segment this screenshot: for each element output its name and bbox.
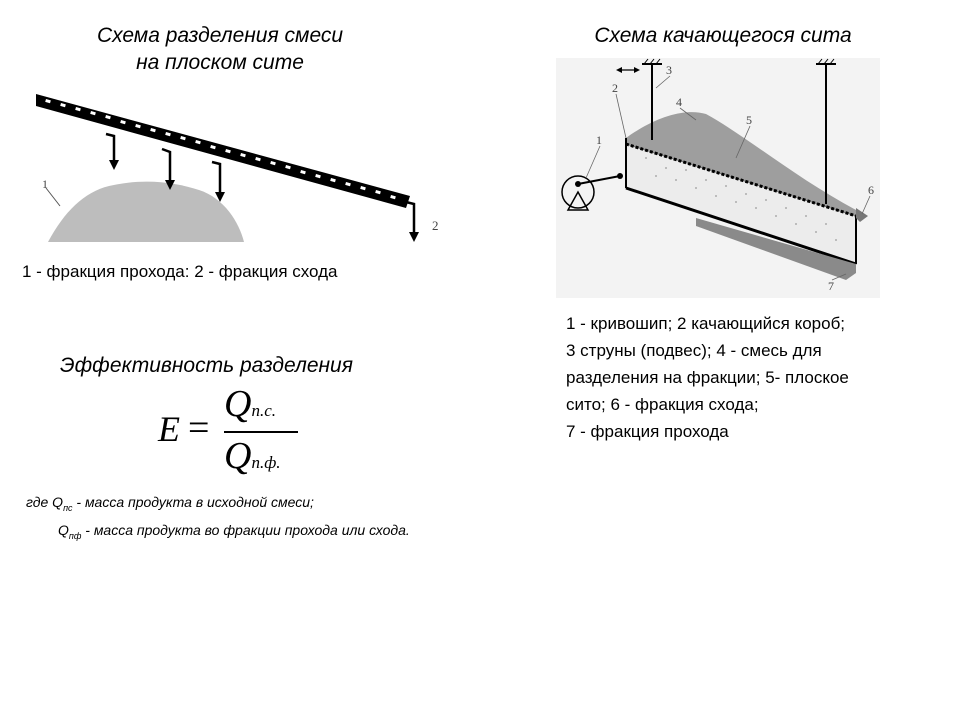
numerator-subscript: п.с.: [251, 401, 276, 420]
pass-fraction-chute: [696, 218, 856, 280]
right-caption-line: 1 - кривошип; 2 качающийся короб;: [566, 314, 846, 333]
denominator-symbol: Q: [224, 435, 252, 477]
left-title: Схема разделения смеси на плоском сите: [40, 22, 400, 76]
left-caption: 1 - фракция прохода: 2 - фракция схода: [22, 262, 338, 281]
note-line-2: Qпф - масса продукта во фракции прохода …: [58, 518, 658, 548]
right-caption: 1 - кривошип; 2 качающийся короб; 3 стру…: [566, 310, 946, 445]
sieve-holes: [45, 99, 396, 200]
label-1-leader: [45, 187, 61, 207]
note-1-sub: пс: [63, 502, 73, 513]
right-label-5: 5: [746, 113, 752, 127]
right-caption-line: 3 струны (подвес); 4 - смесь для: [566, 341, 822, 360]
left-title-line2: на плоском сите: [136, 51, 304, 74]
formula-equals: =: [188, 407, 210, 449]
fraction-bar: [224, 431, 298, 433]
right-title: Схема качающегося сита: [594, 24, 852, 47]
right-caption-line: сито; 6 - фракция схода;: [566, 395, 759, 414]
flat-sieve-diagram: 1 2: [36, 94, 439, 242]
note-2-sub: пф: [68, 530, 82, 541]
connecting-rod: [577, 175, 621, 185]
hatch-marks: [643, 58, 835, 65]
box-bottom: [625, 186, 857, 266]
formula-denominator: Qп.ф.: [224, 434, 281, 478]
efficiency-title: Эффективность разделения: [60, 354, 353, 377]
right-label-2: 2: [612, 81, 618, 95]
sieve-band: [36, 94, 410, 208]
crank-support: [566, 190, 590, 211]
right-caption-line: 7 - фракция прохода: [566, 422, 729, 441]
left-title-line1: Схема разделения смеси: [96, 24, 344, 47]
label-leaders: [585, 75, 871, 281]
note-2-text: - масса продукта во фракции прохода или …: [81, 522, 410, 538]
arrow-heads: [109, 160, 419, 242]
falling-arrows: [105, 132, 416, 234]
numerator-symbol: Q: [224, 383, 252, 425]
right-label-1: 1: [596, 133, 602, 147]
mixture-layer: [626, 112, 856, 216]
right-label-4: 4: [676, 95, 682, 109]
note-1-text: - масса продукта в исходной смеси;: [72, 494, 314, 510]
right-label-7: 7: [828, 279, 834, 293]
right-label-6: 6: [868, 183, 874, 197]
denominator-subscript: п.ф.: [251, 453, 281, 472]
left-label-1: 1: [42, 177, 48, 191]
suspension-strings: [642, 63, 836, 204]
left-label-2: 2: [432, 218, 439, 233]
efficiency-formula: E = Qп.с. Qп.ф.: [158, 383, 358, 486]
dots-pattern: [645, 157, 837, 241]
formula-lhs: E: [158, 409, 180, 449]
crank-circle: [561, 175, 595, 209]
pass-fraction-heap: [48, 181, 244, 242]
note-2-prefix: Q: [58, 522, 69, 538]
right-caption-line: разделения на фракции; 5- плоское: [566, 368, 849, 387]
flat-sieve-line: [625, 142, 857, 218]
formula-numerator: Qп.с.: [224, 382, 276, 426]
right-label-3: 3: [666, 63, 672, 77]
note-line-1: где Qпс - масса продукта в исходной смес…: [26, 490, 626, 520]
oversize-chute: [856, 208, 868, 222]
oscillating-sieve-diagram: 1 2 3 4 5 6 7: [556, 58, 880, 298]
note-1-prefix: где Q: [26, 494, 64, 510]
